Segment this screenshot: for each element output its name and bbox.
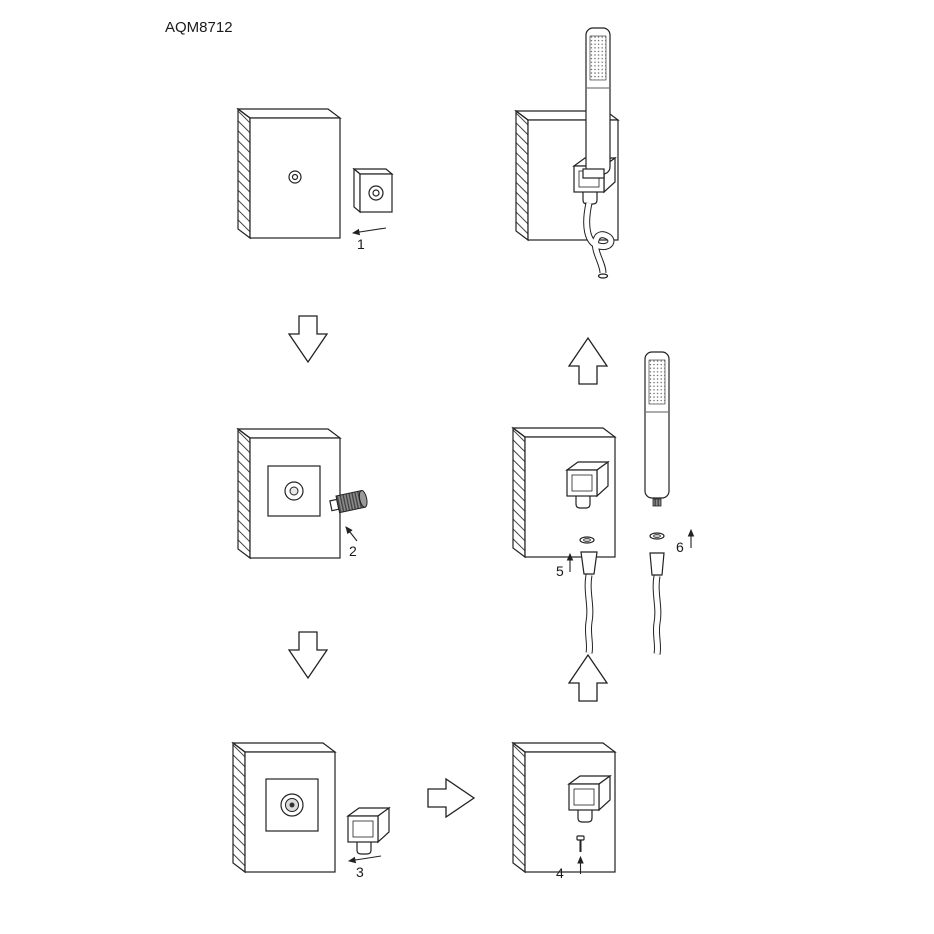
bracket-clip <box>582 168 605 179</box>
step-2-figure: 2 <box>237 428 368 559</box>
threaded-adapter-icon <box>329 490 368 514</box>
wall-bracket-icon <box>347 807 390 855</box>
hand-shower-icon <box>644 351 670 499</box>
final-assembly-figure <box>515 27 619 279</box>
shower-hose-icon <box>580 551 598 654</box>
shower-hose-icon <box>583 202 615 279</box>
valve-stub-hole <box>288 170 302 184</box>
flow-arrow-up-icon <box>568 337 608 385</box>
wall-panel <box>237 108 341 239</box>
outlet-connector <box>265 778 319 832</box>
step-number-4: 4 <box>556 865 564 881</box>
direction-arrow-icon <box>347 855 382 864</box>
step-3-figure: 3 <box>232 742 390 880</box>
step-number-1: 1 <box>357 236 365 252</box>
shower-hose-icon <box>649 552 665 655</box>
hose-nut <box>579 536 595 544</box>
step-4-figure: 4 <box>512 742 616 881</box>
set-screw-icon <box>576 835 585 852</box>
direction-arrow-icon <box>351 227 387 236</box>
hand-shower-icon <box>585 27 611 175</box>
step-number-2: 2 <box>349 543 357 559</box>
step-number-5: 5 <box>556 563 564 579</box>
escutcheon-plate-icon <box>352 167 394 214</box>
flow-arrow-down-icon <box>288 631 328 679</box>
step-5-6-figure: 5 6 <box>512 351 695 655</box>
mounted-plate <box>267 465 321 517</box>
flow-arrow-right-icon <box>427 778 475 818</box>
step-1-figure: 1 <box>237 108 394 252</box>
flow-arrow-up-icon <box>568 654 608 702</box>
direction-arrow-icon <box>345 526 358 542</box>
hose-nut <box>649 532 665 540</box>
model-number: AQM8712 <box>165 19 233 36</box>
wand-inlet <box>652 498 662 507</box>
step-number-6: 6 <box>676 539 684 555</box>
flow-arrow-down-icon <box>288 315 328 363</box>
step-number-3: 3 <box>356 864 364 880</box>
